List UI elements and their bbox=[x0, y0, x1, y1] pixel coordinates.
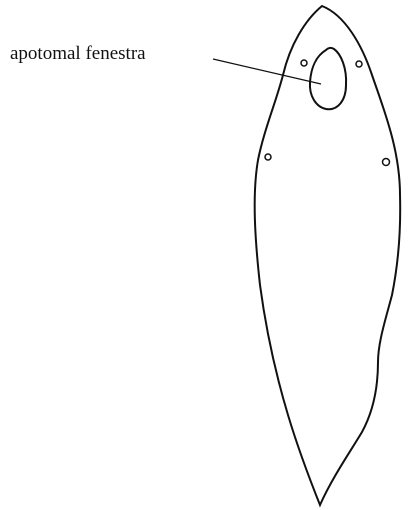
apotomal-fenestra-label: apotomal fenestra bbox=[10, 44, 146, 63]
pit-upper-left bbox=[301, 60, 307, 66]
pit-lower-left bbox=[265, 154, 271, 160]
callout-leader-line bbox=[213, 59, 321, 84]
body-outline bbox=[255, 6, 401, 505]
apotomal-fenestra bbox=[310, 48, 346, 109]
pit-upper-right bbox=[356, 61, 362, 67]
pit-lower-right bbox=[383, 159, 390, 166]
